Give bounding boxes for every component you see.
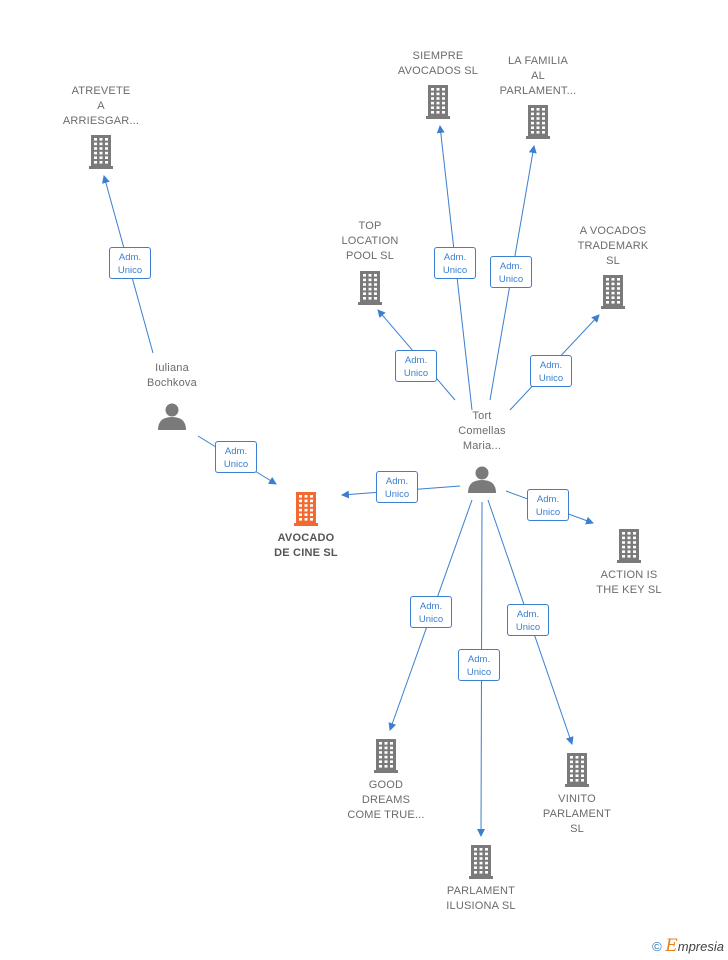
relation-label-tort-action[interactable]: Adm. Unico [527,489,569,521]
node-label-parlament[interactable]: PARLAMENT ILUSIONA SL [446,885,516,912]
brand-initial: E [665,936,678,956]
footer-brand: © Empresia [652,936,724,956]
node-label-atrevete[interactable]: ATREVETE A ARRIESGAR... [62,85,140,127]
node-label-vinito[interactable]: VINITO PARLAMENT SL [542,793,612,835]
building-icon-vocados[interactable] [601,275,625,309]
node-label-iuliana[interactable]: Iuliana Bochkova [147,362,197,389]
copyright-symbol: © [652,939,662,954]
building-icon-avocado[interactable] [294,492,318,526]
building-icon-familia[interactable] [526,105,550,139]
relation-label-tort-top[interactable]: Adm. Unico [395,350,437,382]
building-icon-parlament[interactable] [469,845,493,879]
relation-label-tort-parlament[interactable]: Adm. Unico [458,649,500,681]
building-icon-atrevete[interactable] [89,135,113,169]
brand-name: mpresia [677,939,724,954]
node-label-avocado[interactable]: AVOCADO DE CINE SL [274,532,338,559]
building-icon-siempre[interactable] [426,85,450,119]
building-icon-good[interactable] [374,739,398,773]
node-label-good[interactable]: GOOD DREAMS COME TRUE... [347,779,425,821]
building-icon-vinito[interactable] [565,753,589,787]
relation-label-tort-vinito[interactable]: Adm. Unico [507,604,549,636]
icons-layer [89,85,641,879]
building-icon-action[interactable] [617,529,641,563]
relation-label-tort-siempre[interactable]: Adm. Unico [434,247,476,279]
node-label-siempre[interactable]: SIEMPRE AVOCADOS SL [397,50,479,77]
relation-label-iuliana-atrevete[interactable]: Adm. Unico [109,247,151,279]
building-icon-top[interactable] [358,271,382,305]
relation-label-iuliana-avocado[interactable]: Adm. Unico [215,441,257,473]
relation-label-tort-familia[interactable]: Adm. Unico [490,256,532,288]
node-label-top[interactable]: TOP LOCATION POOL SL [341,220,399,262]
node-label-familia[interactable]: LA FAMILIA AL PARLAMENT... [499,55,577,97]
relation-label-tort-avocado[interactable]: Adm. Unico [376,471,418,503]
node-label-action[interactable]: ACTION IS THE KEY SL [596,569,662,596]
relation-label-tort-good[interactable]: Adm. Unico [410,596,452,628]
relation-label-tort-vocados[interactable]: Adm. Unico [530,355,572,387]
node-label-tort[interactable]: Tort Comellas Maria... [458,410,506,452]
person-icon-tort[interactable] [468,466,496,494]
person-icon-iuliana[interactable] [158,403,186,431]
node-label-vocados[interactable]: A VOCADOS TRADEMARK SL [577,225,649,267]
